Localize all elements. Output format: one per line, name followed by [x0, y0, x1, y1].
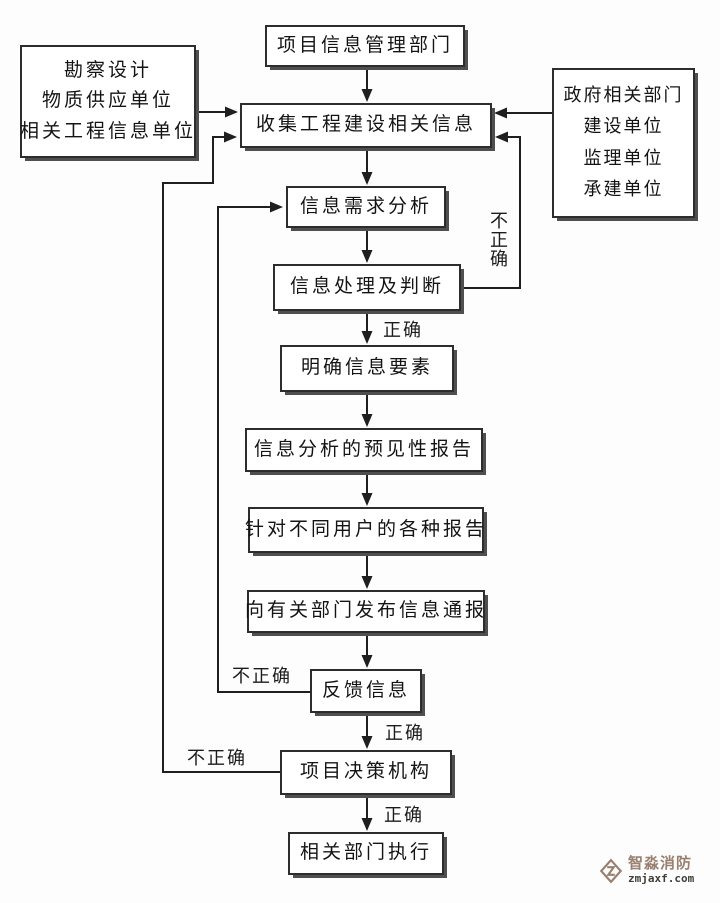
- right-source-line: 监理单位: [583, 147, 664, 168]
- watermark-logo-icon: [599, 858, 623, 884]
- watermark-domain: zmjaxf.com: [628, 871, 695, 885]
- left-source-line: 物质供应单位: [41, 90, 174, 112]
- node-right-sources: 政府相关部门 建设单位 监理单位 承建单位: [552, 68, 695, 218]
- node-feedback: 反馈信息: [310, 669, 422, 713]
- label-correct-after-decision: 正确: [384, 805, 424, 825]
- node-execution: 相关部门执行: [288, 832, 444, 875]
- right-source-line: 建设单位: [583, 116, 664, 137]
- node-bulletin: 向有关部门发布信息通报: [245, 590, 485, 633]
- edge-feedback-incorrect-loop: [217, 201, 310, 693]
- edge-processing-incorrect-loop: [462, 131, 521, 289]
- watermark-brand: 智淼消防: [628, 855, 693, 872]
- node-forecast-report: 信息分析的预见性报告: [245, 428, 483, 472]
- label-correct-after-processing: 正确: [383, 320, 423, 340]
- watermark: 智淼消防 zmjaxf.com: [598, 855, 695, 886]
- label-incorrect-feedback-loop: 不正确: [232, 666, 292, 686]
- node-processing-judgment: 信息处理及判断: [273, 264, 461, 311]
- left-source-line: 相关工程信息单位: [20, 120, 197, 142]
- label-incorrect-processing-loop: 不正确: [488, 211, 508, 268]
- node-demand-analysis: 信息需求分析: [286, 186, 446, 228]
- node-clarify-elements: 明确信息要素: [280, 345, 454, 392]
- left-source-line: 勘察设计: [63, 59, 152, 81]
- right-source-line: 政府相关部门: [563, 84, 684, 105]
- node-user-reports: 针对不同用户的各种报告: [245, 507, 484, 553]
- label-correct-after-feedback: 正确: [385, 723, 425, 743]
- right-source-line: 承建单位: [583, 179, 664, 200]
- node-left-sources: 勘察设计 物质供应单位 相关工程信息单位: [20, 45, 196, 158]
- edge-decision-incorrect-loop: [162, 131, 280, 773]
- watermark-text: 智淼消防 zmjaxf.com: [628, 855, 695, 885]
- node-project-info-dept: 项目信息管理部门: [265, 25, 465, 67]
- node-decision-body: 项目决策机构: [280, 750, 452, 795]
- label-incorrect-decision-loop: 不正确: [187, 748, 247, 768]
- node-collect-info: 收集工程建设相关信息: [240, 103, 492, 148]
